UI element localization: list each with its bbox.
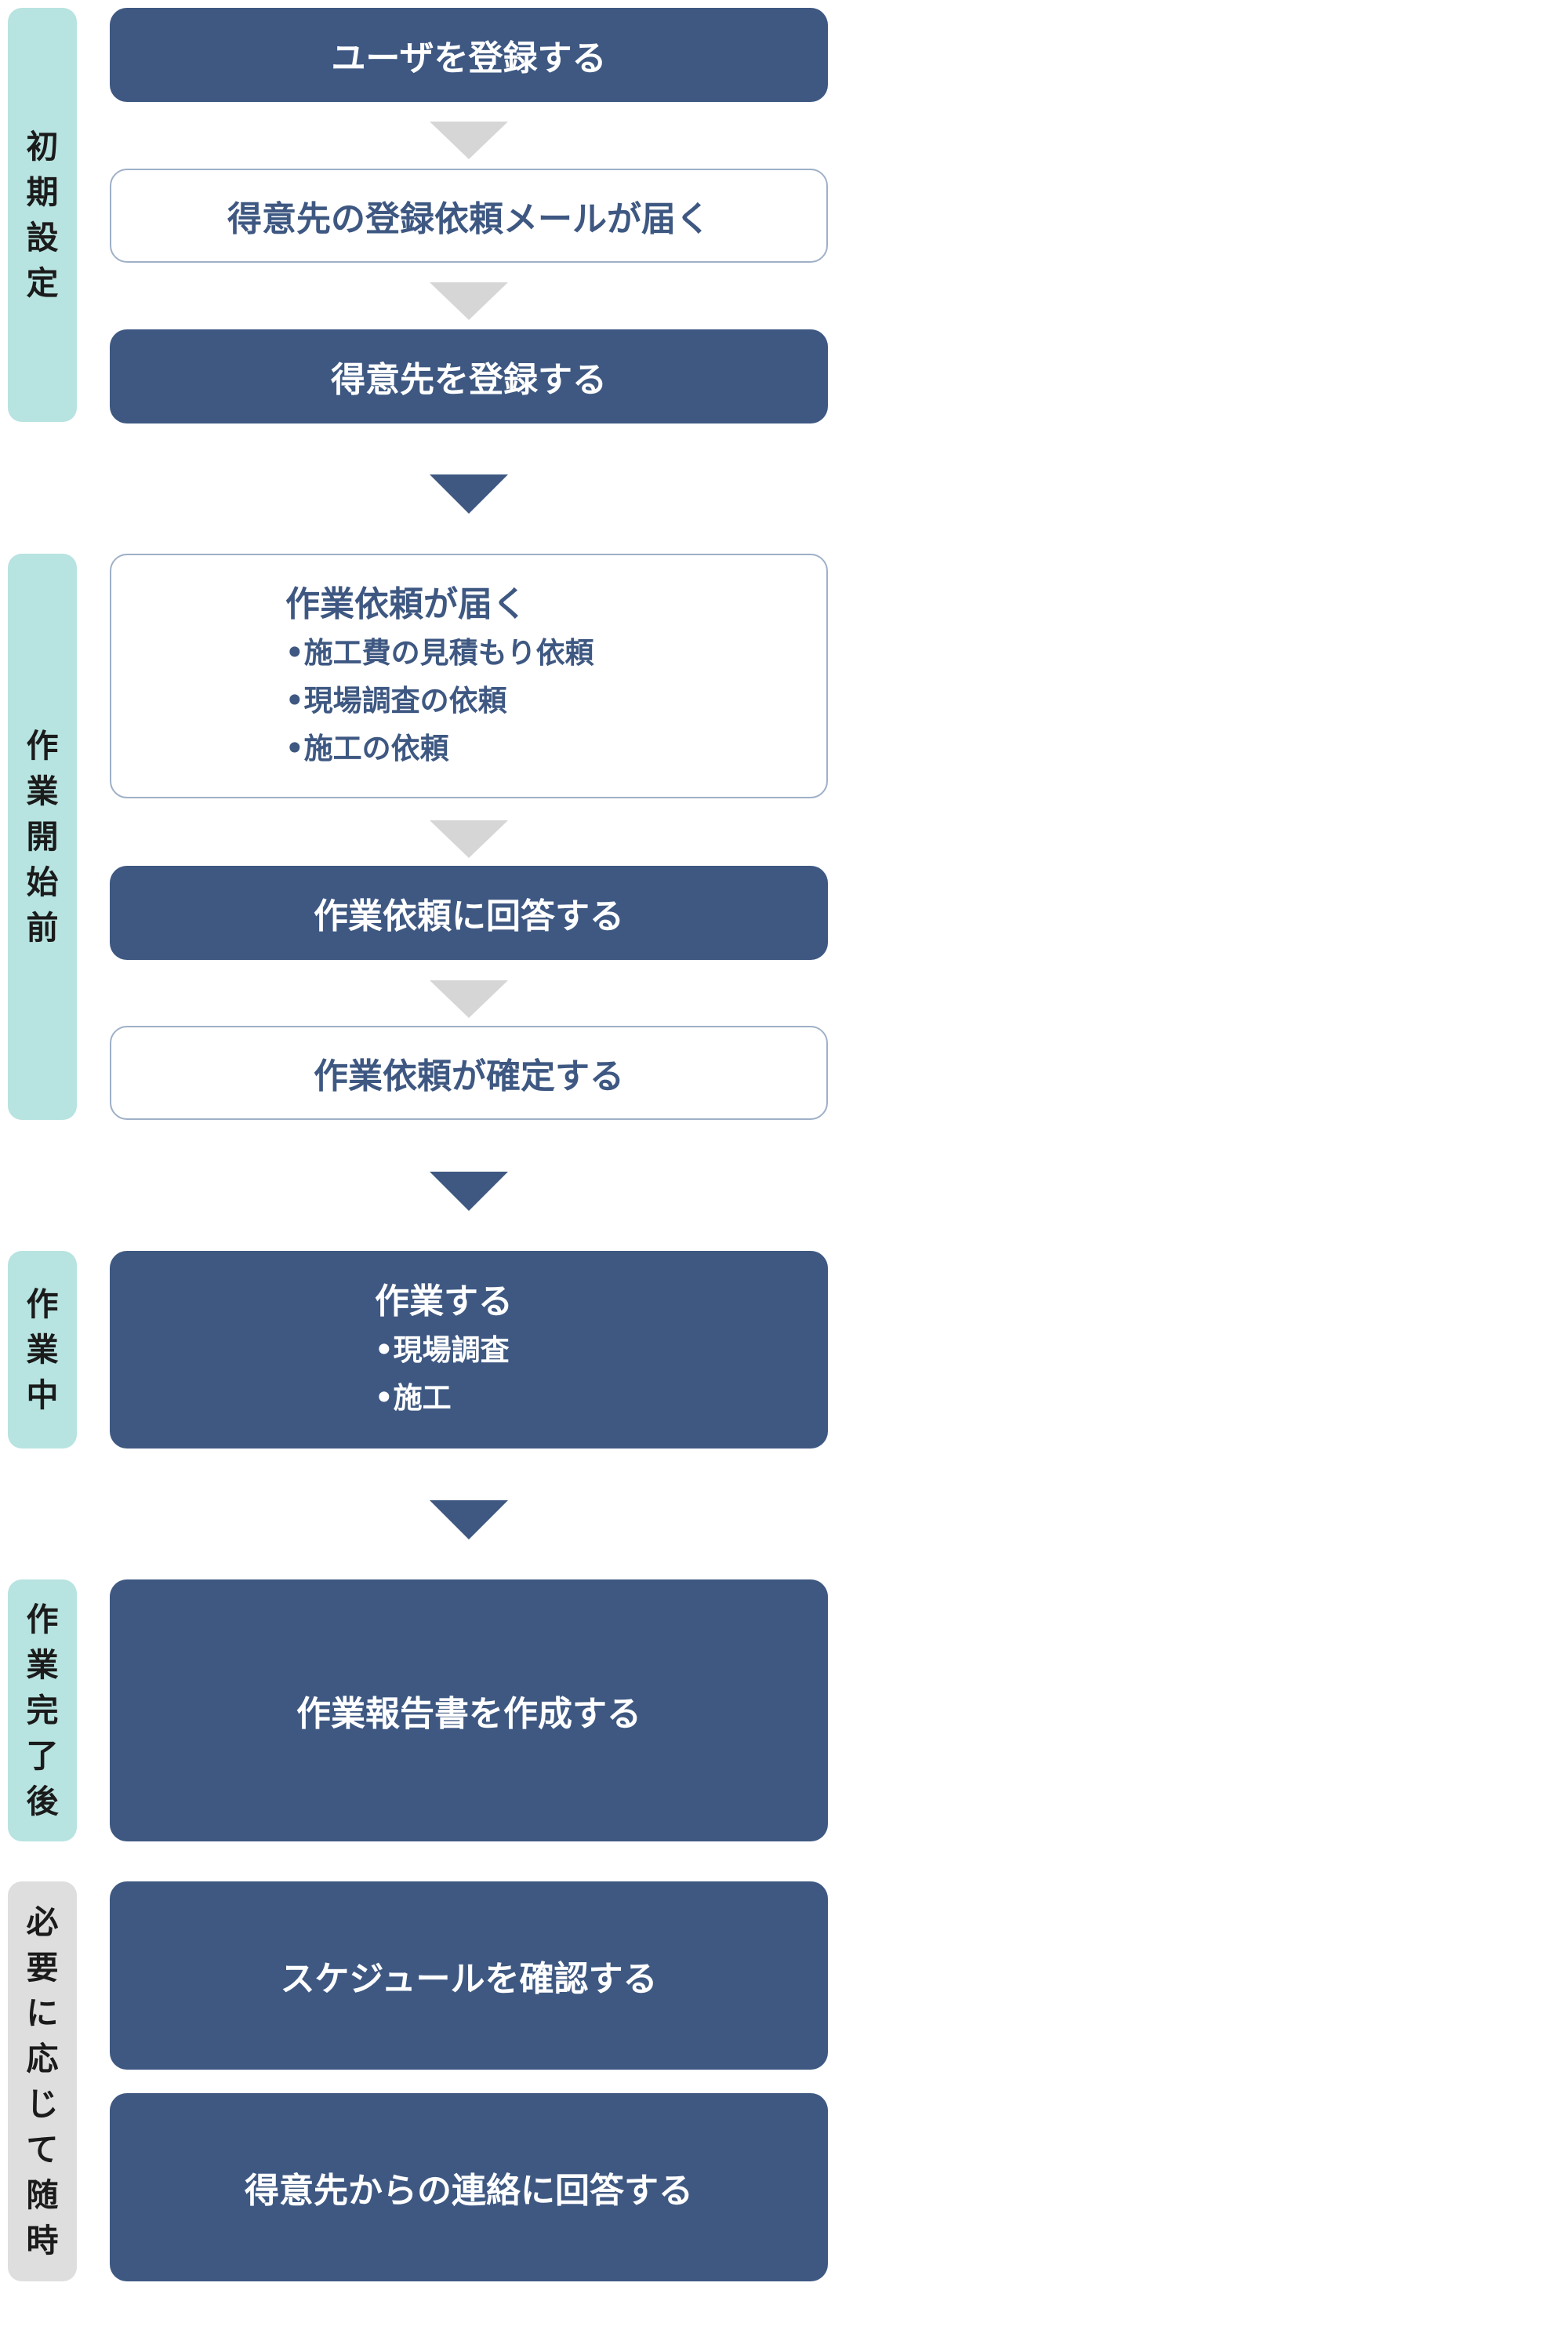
work-request-item: •施工費の見積もり依頼 [285,635,594,670]
step-check-schedule: スケジュールを確認する [110,1881,828,2070]
step-answer-request: 作業依頼に回答する [110,866,828,960]
big-down-arrow-icon [430,1500,508,1539]
phase-char: 要 [26,1949,59,1986]
phase-char: 作 [26,1285,59,1323]
step-create-report: 作業報告書を作成する [110,1579,828,1841]
phase-char: 定 [26,264,59,302]
phase-char: 始 [26,863,59,901]
phase-char: 初 [26,128,59,165]
step-register-client: 得意先を登録する [110,329,828,423]
work-request-title: 作業依頼が届く [285,583,527,624]
do-work-title: 作業する [375,1281,513,1321]
phase-char: 前 [26,909,59,947]
phase-char: 開 [26,818,59,856]
phase-char: 完 [26,1692,59,1729]
phase-as-needed: 必 要 に 応 じ て 随 時 [8,1881,77,2281]
step-request-confirmed: 作業依頼が確定する [110,1026,828,1120]
phase-char: 中 [26,1376,59,1414]
phase-before-work: 作 業 開 始 前 [8,554,77,1120]
do-work-item: •施工 [375,1381,452,1415]
phase-char: 応 [26,2040,59,2077]
phase-char: 了 [26,1737,59,1775]
small-down-arrow-icon [430,282,508,320]
phase-after-work: 作 業 完 了 後 [8,1579,77,1841]
small-down-arrow-icon [430,820,508,858]
step-register-user: ユーザを登録する [110,8,828,102]
phase-char: て [26,2131,59,2168]
work-request-item: •施工の依頼 [285,731,449,765]
step-work-request: 作業依頼が届く •施工費の見積もり依頼 •現場調査の依頼 •施工の依頼 [110,554,828,798]
step-invite-mail: 得意先の登録依頼メールが届く [110,169,828,263]
big-down-arrow-icon [430,1172,508,1211]
phase-during-work: 作 業 中 [8,1251,77,1449]
phase-char: 期 [26,173,59,211]
step-reply-client: 得意先からの連絡に回答する [110,2093,828,2281]
work-request-item: •現場調査の依頼 [285,683,507,718]
phase-char: 後 [26,1783,59,1820]
phase-char: 業 [26,1331,59,1369]
phase-char: 随 [26,2176,59,2214]
do-work-item: •現場調査 [375,1333,510,1367]
phase-char: 時 [26,2222,59,2259]
big-down-arrow-icon [430,474,508,514]
phase-char: じ [26,2085,59,2123]
phase-char: 業 [26,772,59,810]
step-do-work: 作業する •現場調査 •施工 [110,1251,828,1449]
small-down-arrow-icon [430,122,508,159]
phase-char: に [26,1994,59,2032]
phase-char: 必 [26,1903,59,1941]
phase-char: 業 [26,1646,59,1684]
phase-char: 作 [26,1601,59,1638]
phase-initial-setup: 初 期 設 定 [8,8,77,422]
phase-char: 作 [26,727,59,765]
phase-char: 設 [26,219,59,256]
small-down-arrow-icon [430,980,508,1018]
